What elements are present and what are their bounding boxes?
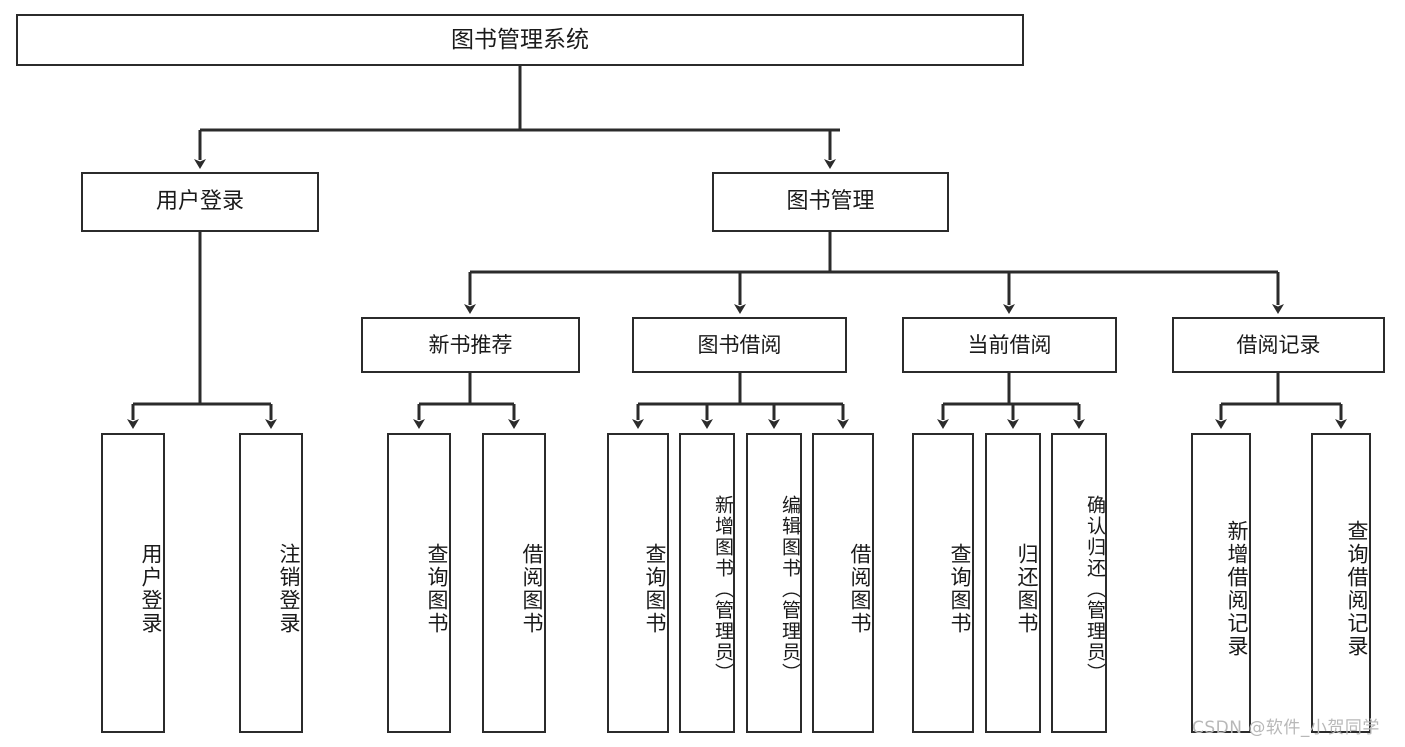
leaf-add-book-admin[interactable]: 新增图书（管理员） bbox=[679, 433, 735, 733]
node-borrow-record-label: 借阅记录 bbox=[1236, 332, 1321, 357]
node-borrow-record[interactable]: 借阅记录 bbox=[1172, 317, 1385, 373]
leaf-edit-book-admin[interactable]: 编辑图书（管理员） bbox=[746, 433, 802, 733]
leaf-logout[interactable]: 注销登录 bbox=[239, 433, 303, 733]
leaf-borrow-book-rec[interactable]: 借阅图书 bbox=[482, 433, 546, 733]
leaf-borrow-book-label: 借阅图书 bbox=[848, 543, 872, 635]
node-new-book-recommend-label: 新书推荐 bbox=[428, 332, 513, 357]
leaf-confirm-return-admin[interactable]: 确认归还（管理员） bbox=[1051, 433, 1107, 733]
leaf-logout-label: 注销登录 bbox=[277, 543, 301, 635]
leaf-user-login-label: 用户登录 bbox=[139, 543, 163, 635]
leaf-add-borrow-record[interactable]: 新增借阅记录 bbox=[1191, 433, 1251, 733]
leaf-user-login[interactable]: 用户登录 bbox=[101, 433, 165, 733]
leaf-return-book-label: 归还图书 bbox=[1015, 543, 1039, 635]
leaf-add-borrow-record-label: 新增借阅记录 bbox=[1225, 520, 1249, 658]
leaf-borrow-book-rec-label: 借阅图书 bbox=[520, 543, 544, 635]
node-current-borrow-label: 当前借阅 bbox=[967, 332, 1052, 357]
leaf-borrow-book[interactable]: 借阅图书 bbox=[812, 433, 874, 733]
node-book-borrow-label: 图书借阅 bbox=[697, 332, 782, 357]
leaf-query-book-borrow[interactable]: 查询图书 bbox=[607, 433, 669, 733]
leaf-return-book[interactable]: 归还图书 bbox=[985, 433, 1041, 733]
leaf-query-book-current-label: 查询图书 bbox=[948, 543, 972, 635]
node-root-label: 图书管理系统 bbox=[451, 26, 589, 53]
node-book-management[interactable]: 图书管理 bbox=[712, 172, 949, 232]
node-new-book-recommend[interactable]: 新书推荐 bbox=[361, 317, 580, 373]
node-book-management-label: 图书管理 bbox=[786, 189, 875, 215]
node-user-login[interactable]: 用户登录 bbox=[81, 172, 319, 232]
node-root-system[interactable]: 图书管理系统 bbox=[16, 14, 1024, 66]
leaf-query-book-current[interactable]: 查询图书 bbox=[912, 433, 974, 733]
leaf-query-borrow-record[interactable]: 查询借阅记录 bbox=[1311, 433, 1371, 733]
leaf-query-book-borrow-label: 查询图书 bbox=[643, 543, 667, 635]
csdn-watermark: CSDN @软件_小贺同学 bbox=[1192, 718, 1380, 738]
node-book-borrow[interactable]: 图书借阅 bbox=[632, 317, 847, 373]
leaf-query-borrow-record-label: 查询借阅记录 bbox=[1345, 520, 1369, 658]
leaf-add-book-admin-label: 新增图书（管理员） bbox=[712, 494, 734, 684]
node-current-borrow[interactable]: 当前借阅 bbox=[902, 317, 1117, 373]
leaf-query-book-rec[interactable]: 查询图书 bbox=[387, 433, 451, 733]
leaf-edit-book-admin-label: 编辑图书（管理员） bbox=[779, 494, 801, 684]
leaf-query-book-rec-label: 查询图书 bbox=[425, 543, 449, 635]
node-user-login-label: 用户登录 bbox=[155, 189, 244, 215]
leaf-confirm-return-admin-label: 确认归还（管理员） bbox=[1084, 494, 1106, 684]
